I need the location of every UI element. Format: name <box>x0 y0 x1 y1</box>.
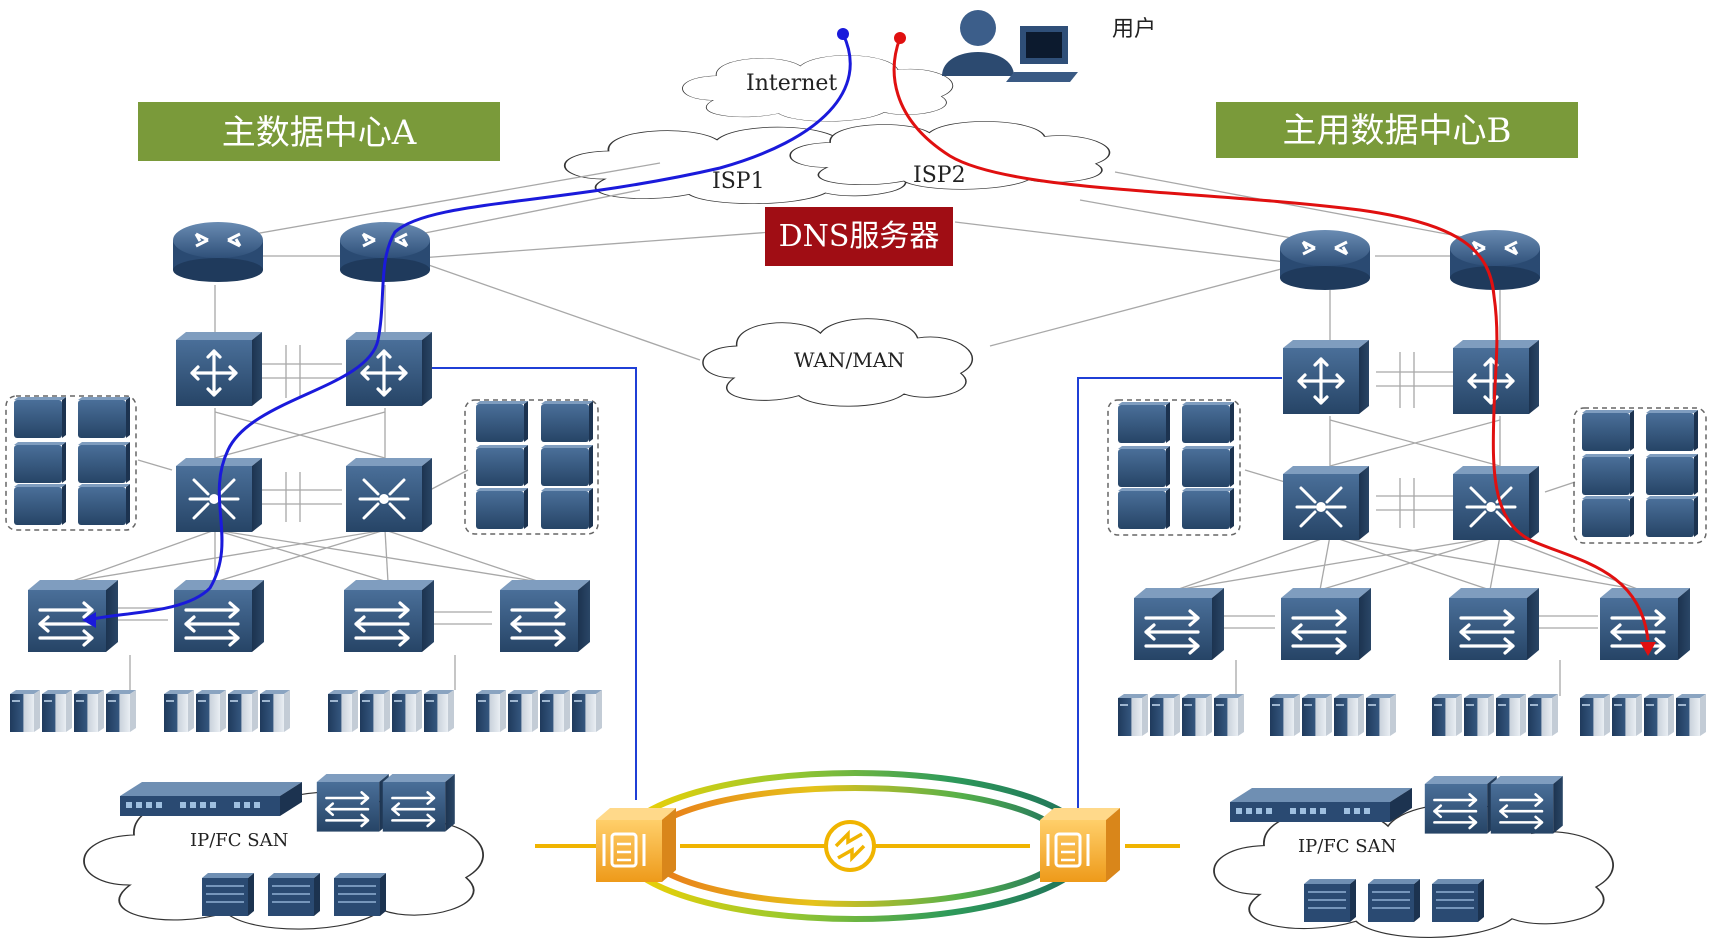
wdm-transceiver-icon-a <box>594 806 678 884</box>
dc-b-title-text: 主用数据中心B <box>1283 111 1512 151</box>
isp1-traffic-path <box>87 33 852 622</box>
wdm-transceiver-icon-b <box>1038 806 1122 884</box>
isp2-traffic-path <box>892 37 1650 641</box>
aggregation-switch-icon-b1 <box>1281 464 1371 542</box>
san-b: IP/FC SAN <box>1230 774 1565 923</box>
access-switch-icon-a3 <box>342 578 436 654</box>
optical-hub-icon <box>824 820 876 872</box>
dc-b-title: 主用数据中心B <box>1216 102 1578 158</box>
core-switch-icon-a2 <box>344 330 434 408</box>
internet-label: Internet <box>746 71 837 96</box>
core-switch-icon-a1 <box>174 330 264 408</box>
user-pc-icon <box>942 10 1078 82</box>
access-switch-icon-a2 <box>172 578 266 654</box>
service-module-group-a-right <box>464 399 599 535</box>
service-module-group-a-left <box>5 395 137 531</box>
dns-server-label: DNS服务器 <box>779 219 940 254</box>
access-switch-icon-a4 <box>498 578 592 654</box>
service-module-group-b-right <box>1573 407 1707 544</box>
wan-man-label: WAN/MAN <box>794 348 905 372</box>
server-rack-a <box>10 690 602 732</box>
isp2-path-arrow-icon <box>1640 642 1656 656</box>
san-a: IP/FC SAN <box>120 772 457 917</box>
access-switch-icon-b3 <box>1447 586 1541 662</box>
dc-a-title: 主数据中心A <box>138 102 500 161</box>
access-switch-icon-b2 <box>1279 586 1373 662</box>
access-switch-icon-b1 <box>1132 586 1226 662</box>
service-module-group-b-left <box>1107 399 1241 536</box>
san-b-label: IP/FC SAN <box>1298 836 1396 857</box>
isp1-path-arrow-icon <box>82 612 96 628</box>
dci-links <box>430 367 1282 808</box>
topology-links <box>69 162 1641 696</box>
isp1-label: ISP1 <box>712 169 765 194</box>
dns-server-box: DNS服务器 <box>765 207 953 266</box>
core-switch-icon-b1 <box>1281 338 1371 416</box>
router-icon-b2 <box>1448 228 1542 292</box>
server-rack-b <box>1118 694 1706 736</box>
router-icon-b1 <box>1278 228 1372 292</box>
aggregation-switch-icon-a2 <box>344 456 434 534</box>
user-label: 用户 <box>1112 17 1156 42</box>
dc-a-title-text: 主数据中心A <box>222 113 417 153</box>
san-a-label: IP/FC SAN <box>190 830 288 851</box>
isp2-label: ISP2 <box>913 163 966 188</box>
router-icon-a1 <box>171 220 265 284</box>
